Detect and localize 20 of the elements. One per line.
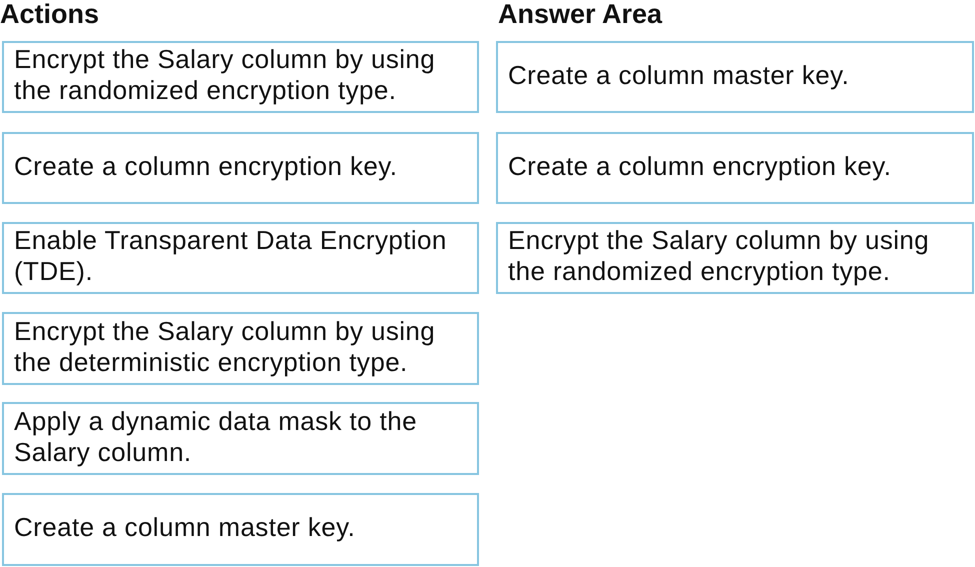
answer-card — [496, 222, 974, 294]
column-heading: Answer Area — [498, 0, 662, 28]
action-card — [2, 41, 479, 113]
action-card — [2, 222, 479, 294]
action-text: Enable Transparent Data Encryption (TDE). — [14, 225, 448, 287]
action-text: Apply a dynamic data mask to the Salary column. — [14, 406, 418, 468]
action-card — [2, 312, 479, 385]
answer-text: Encrypt the Salary column by using the randomized encryption type. — [508, 225, 930, 287]
action-text: Create a column encryption key. — [14, 150, 398, 182]
action-card — [2, 402, 479, 475]
action-card — [2, 132, 479, 204]
answer-text: Create a column master key. — [508, 60, 850, 90]
action-text: Create a column master key. — [14, 512, 356, 543]
answer-card — [496, 41, 974, 113]
column-heading: Actions — [0, 0, 100, 28]
answer-text: Create a column encryption key. — [508, 150, 892, 182]
action-card — [2, 493, 479, 566]
action-text: Encrypt the Salary column by using the randomized encryption type. — [14, 44, 436, 106]
action-text: Encrypt the Salary column by using the deterministic encryption type. — [14, 316, 436, 378]
answer-card — [496, 132, 974, 204]
